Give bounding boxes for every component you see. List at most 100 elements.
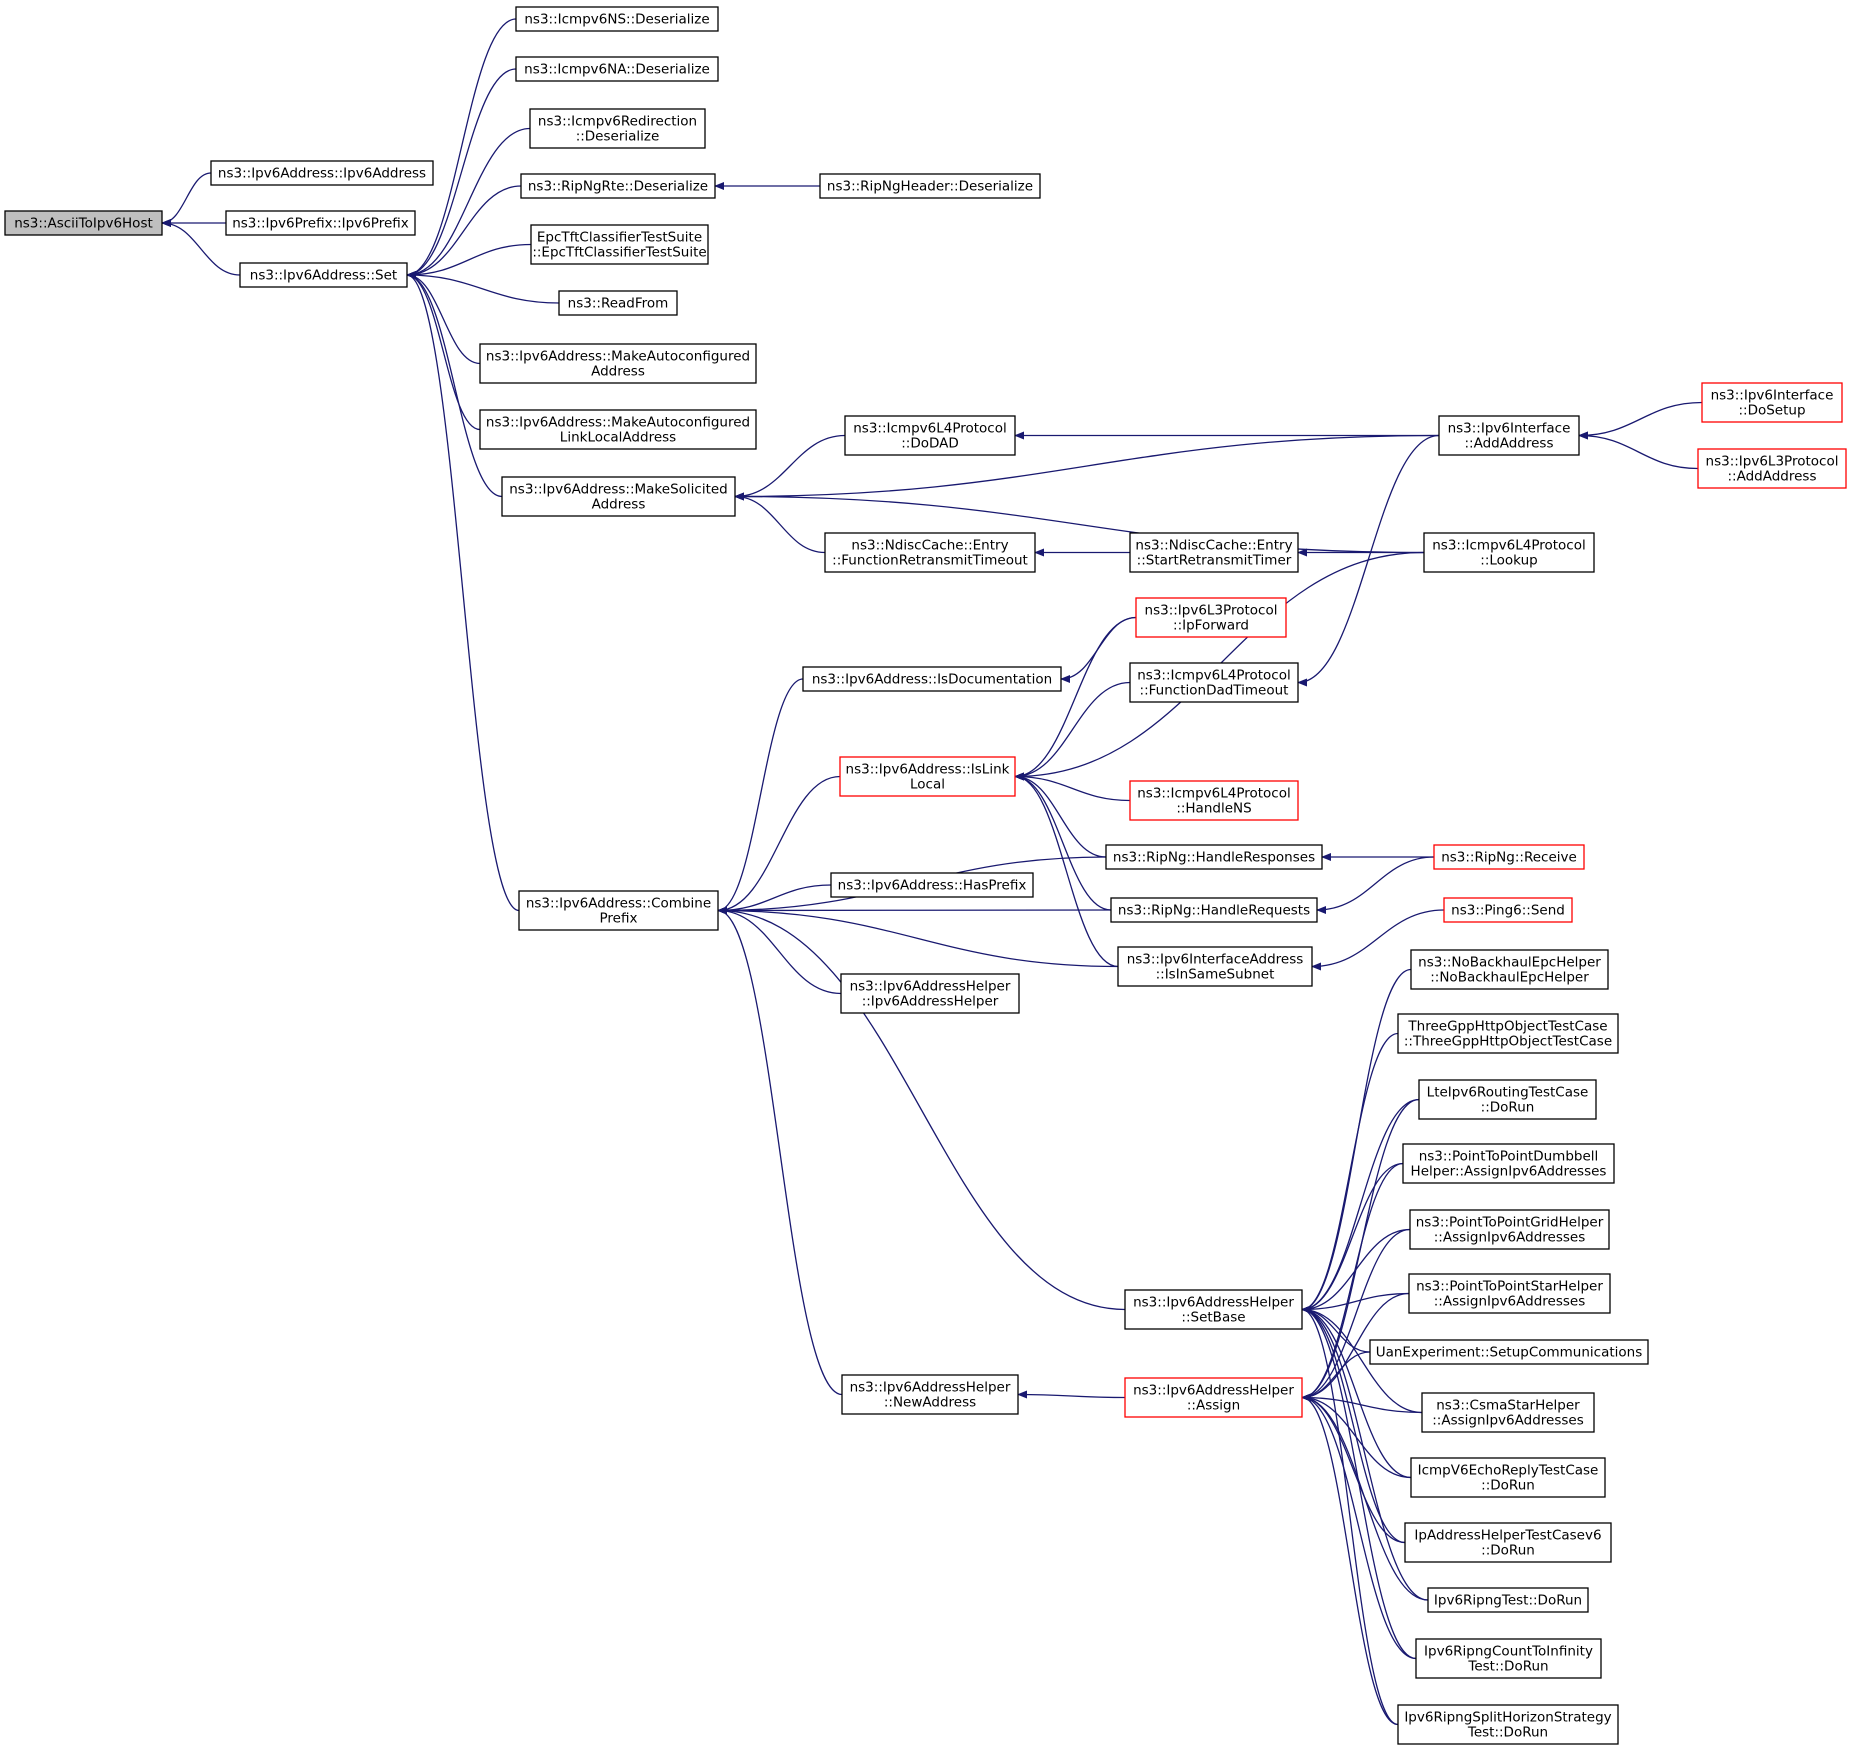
node-box[interactable] xyxy=(1410,949,1609,990)
node-box[interactable] xyxy=(1124,1289,1303,1330)
node-ns3-ipv6addresshelper-assign[interactable]: ns3::Ipv6AddressHelper::Assign xyxy=(1124,1377,1303,1418)
node-box[interactable] xyxy=(824,532,1036,573)
node-box[interactable] xyxy=(1397,1704,1619,1745)
node-box[interactable] xyxy=(841,1374,1019,1415)
node-ns3-ipv6address-ipv6address[interactable]: ns3::Ipv6Address::Ipv6Address xyxy=(210,160,434,186)
node-ns3-pointtopointstarhelper-assignipv6addresses[interactable]: ns3::PointToPointStarHelper::AssignIpv6A… xyxy=(1408,1273,1611,1314)
node-ipv6ripngtest-dorun[interactable]: Ipv6RipngTest::DoRun xyxy=(1427,1587,1589,1613)
node-ns3-ndisccache-entry-startretransmittimer[interactable]: ns3::NdiscCache::Entry::StartRetransmitT… xyxy=(1129,532,1299,573)
node-box[interactable] xyxy=(1697,448,1847,489)
node-ns3-readfrom[interactable]: ns3::ReadFrom xyxy=(558,290,678,316)
node-ns3-pointtopointgridhelper-assignipv6addresses[interactable]: ns3::PointToPointGridHelper::AssignIpv6A… xyxy=(1409,1209,1610,1250)
node-box[interactable] xyxy=(1423,532,1595,573)
node-box[interactable] xyxy=(1443,897,1573,923)
node-ns3-ipv6l3protocol-ipforward[interactable]: ns3::Ipv6L3Protocol::IpForward xyxy=(1135,597,1287,638)
node-lteipv6routingtestcase-dorun[interactable]: LteIpv6RoutingTestCase::DoRun xyxy=(1418,1079,1597,1120)
node-box[interactable] xyxy=(1129,780,1299,821)
node-ns3-ping6-send[interactable]: ns3::Ping6::Send xyxy=(1443,897,1573,923)
node-box[interactable] xyxy=(819,173,1041,199)
node-ns3-ipv6interfaceaddress-isinsamesubnet[interactable]: ns3::Ipv6InterfaceAddress::IsInSameSubne… xyxy=(1117,946,1313,987)
node-ns3-ipv6interface-addaddress[interactable]: ns3::Ipv6Interface::AddAddress xyxy=(1438,415,1580,456)
node-ns3-ipv6interface-dosetup[interactable]: ns3::Ipv6Interface::DoSetup xyxy=(1701,382,1843,423)
node-box[interactable] xyxy=(1129,662,1299,703)
node-box[interactable] xyxy=(839,756,1016,797)
node-box[interactable] xyxy=(518,890,719,931)
node-box[interactable] xyxy=(1438,415,1580,456)
node-box[interactable] xyxy=(1410,1457,1606,1498)
node-box[interactable] xyxy=(1418,1079,1597,1120)
node-box[interactable] xyxy=(830,872,1034,898)
node-box[interactable] xyxy=(1369,1339,1649,1365)
node-box[interactable] xyxy=(1415,1638,1602,1679)
node-ns3-ipv6prefix-ipv6prefix[interactable]: ns3::Ipv6Prefix::Ipv6Prefix xyxy=(225,210,416,236)
node-ns3-ipv6addresshelper-setbase[interactable]: ns3::Ipv6AddressHelper::SetBase xyxy=(1124,1289,1303,1330)
node-box[interactable] xyxy=(1421,1392,1595,1433)
node-box[interactable] xyxy=(1427,1587,1589,1613)
node-ns3-ripng-handlerequests[interactable]: ns3::RipNg::HandleRequests xyxy=(1110,897,1318,923)
node-box[interactable] xyxy=(844,415,1016,456)
node-ns3-icmpv6l4protocol-dodad[interactable]: ns3::Icmpv6L4Protocol::DoDAD xyxy=(844,415,1016,456)
node-ns3-ripng-handleresponses[interactable]: ns3::RipNg::HandleResponses xyxy=(1105,844,1323,870)
node-icmpv6echoreplytestcase-dorun[interactable]: IcmpV6EchoReplyTestCase::DoRun xyxy=(1410,1457,1606,1498)
node-box[interactable] xyxy=(1129,532,1299,573)
node-box[interactable] xyxy=(225,210,416,236)
node-ns3-ipv6l3protocol-addaddress[interactable]: ns3::Ipv6L3Protocol::AddAddress xyxy=(1697,448,1847,489)
node-box[interactable] xyxy=(1409,1209,1610,1250)
node-ns3-nobackhaulepchelper-nobackhaulepchelper[interactable]: ns3::NoBackhaulEpcHelper::NoBackhaulEpcH… xyxy=(1410,949,1609,990)
node-ipaddresshelpertestcasev6-dorun[interactable]: IpAddressHelperTestCasev6::DoRun xyxy=(1404,1522,1612,1563)
node-box[interactable] xyxy=(479,343,757,384)
node-ns3-ipv6address-makeautoconfigured-linklocaladdress[interactable]: ns3::Ipv6Address::MakeAutoconfiguredLink… xyxy=(479,409,757,450)
node-box[interactable] xyxy=(1404,1522,1612,1563)
node-box[interactable] xyxy=(1433,844,1585,870)
node-ns3-ipv6address-hasprefix[interactable]: ns3::Ipv6Address::HasPrefix xyxy=(830,872,1034,898)
node-box[interactable] xyxy=(1397,1013,1619,1054)
node-box[interactable] xyxy=(1402,1143,1615,1184)
node-ns3-ndisccache-entry-functionretransmittimeout[interactable]: ns3::NdiscCache::Entry::FunctionRetransm… xyxy=(824,532,1036,573)
node-box[interactable] xyxy=(239,262,408,288)
node-box[interactable] xyxy=(515,6,719,32)
node-epctftclassifiertestsuite-epctftclassifiertestsuite[interactable]: EpcTftClassifierTestSuite::EpcTftClassif… xyxy=(530,224,709,265)
node-box[interactable] xyxy=(1701,382,1843,423)
node-ns3-ipv6address-makeautoconfigured-address[interactable]: ns3::Ipv6Address::MakeAutoconfiguredAddr… xyxy=(479,343,757,384)
node-box[interactable] xyxy=(558,290,678,316)
node-box[interactable] xyxy=(802,666,1062,692)
node-ns3-csmastarhelper-assignipv6addresses[interactable]: ns3::CsmaStarHelper::AssignIpv6Addresses xyxy=(1421,1392,1595,1433)
node-ns3-ipv6address-isdocumentation[interactable]: ns3::Ipv6Address::IsDocumentation xyxy=(802,666,1062,692)
node-ns3-ripng-receive[interactable]: ns3::RipNg::Receive xyxy=(1433,844,1585,870)
node-ns3-ipv6addresshelper-ipv6addresshelper[interactable]: ns3::Ipv6AddressHelper::Ipv6AddressHelpe… xyxy=(840,973,1020,1014)
node-box[interactable] xyxy=(530,224,709,265)
node-ns3-ripngheader-deserialize[interactable]: ns3::RipNgHeader::Deserialize xyxy=(819,173,1041,199)
node-box[interactable] xyxy=(1408,1273,1611,1314)
node-box[interactable] xyxy=(1105,844,1323,870)
node-box[interactable] xyxy=(4,210,163,236)
node-box[interactable] xyxy=(1135,597,1287,638)
node-ns3-icmpv6l4protocol-functiondadtimeout[interactable]: ns3::Icmpv6L4Protocol::FunctionDadTimeou… xyxy=(1129,662,1299,703)
node-ns3-ripngrte-deserialize[interactable]: ns3::RipNgRte::Deserialize xyxy=(520,173,716,199)
node-ns3-pointtopointdumbbell-helper-assignipv6addresses[interactable]: ns3::PointToPointDumbbellHelper::AssignI… xyxy=(1402,1143,1615,1184)
node-uanexperiment-setupcommunications[interactable]: UanExperiment::SetupCommunications xyxy=(1369,1339,1649,1365)
node-box[interactable] xyxy=(515,56,719,82)
node-ns3-icmpv6ns-deserialize[interactable]: ns3::Icmpv6NS::Deserialize xyxy=(515,6,719,32)
node-ns3-icmpv6l4protocol-handlens[interactable]: ns3::Icmpv6L4Protocol::HandleNS xyxy=(1129,780,1299,821)
node-box[interactable] xyxy=(840,973,1020,1014)
node-box[interactable] xyxy=(520,173,716,199)
node-box[interactable] xyxy=(1124,1377,1303,1418)
node-ns3-asciitoipv6host[interactable]: ns3::AsciiToIpv6Host xyxy=(4,210,163,236)
node-box[interactable] xyxy=(479,409,757,450)
node-ns3-ipv6addresshelper-newaddress[interactable]: ns3::Ipv6AddressHelper::NewAddress xyxy=(841,1374,1019,1415)
node-ns3-icmpv6na-deserialize[interactable]: ns3::Icmpv6NA::Deserialize xyxy=(515,56,719,82)
node-ns3-icmpv6redirection-deserialize[interactable]: ns3::Icmpv6Redirection::Deserialize xyxy=(529,108,706,149)
node-box[interactable] xyxy=(210,160,434,186)
node-box[interactable] xyxy=(529,108,706,149)
node-box[interactable] xyxy=(1117,946,1313,987)
node-ns3-ipv6address-set[interactable]: ns3::Ipv6Address::Set xyxy=(239,262,408,288)
node-ns3-icmpv6l4protocol-lookup[interactable]: ns3::Icmpv6L4Protocol::Lookup xyxy=(1423,532,1595,573)
node-box[interactable] xyxy=(1110,897,1318,923)
node-box[interactable] xyxy=(501,476,736,517)
node-threegpphttpobjecttestcase-threegpphttpobjecttestcase[interactable]: ThreeGppHttpObjectTestCase::ThreeGppHttp… xyxy=(1397,1013,1619,1054)
